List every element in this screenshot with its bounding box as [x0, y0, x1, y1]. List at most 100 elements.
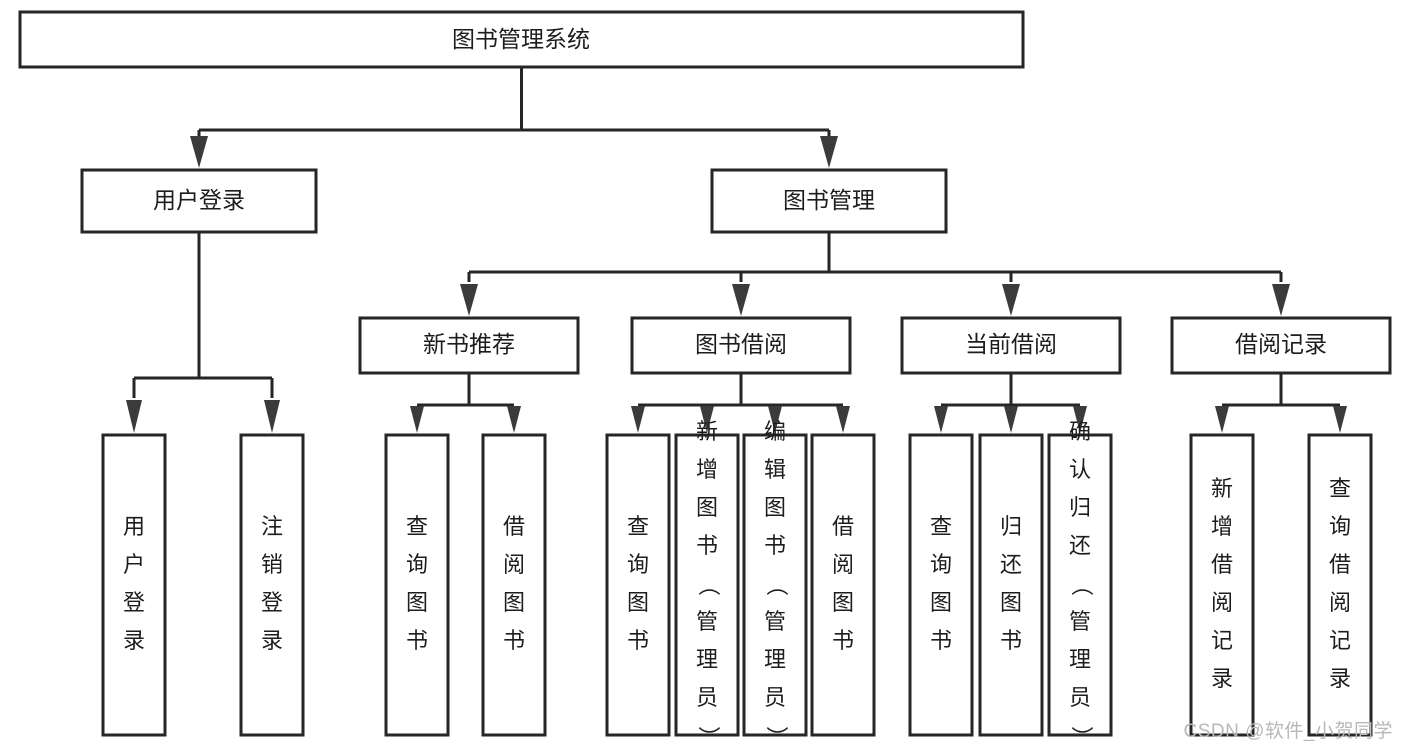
node-book-management[interactable]: 图书管理 [710, 168, 948, 234]
svg-text:阅: 阅 [1329, 590, 1351, 615]
node-new-book-recommend[interactable]: 新书推荐 [358, 316, 580, 375]
svg-text:借: 借 [832, 514, 854, 539]
svg-text:书: 书 [832, 628, 854, 653]
leaf-bookborrow-add-box[interactable] [674, 433, 740, 737]
node-book-management-box[interactable] [710, 168, 948, 234]
leaf-newbook-query-box[interactable] [384, 433, 450, 737]
arrow-newbook-leaf-2 [507, 406, 521, 433]
arrow-currentborrow-leaf-3 [1073, 406, 1087, 433]
svg-text:用: 用 [123, 514, 145, 539]
svg-text:（: （ [696, 574, 721, 596]
leaf-borrowrecord-query-box[interactable] [1307, 433, 1373, 737]
svg-text:还: 还 [1069, 533, 1091, 558]
arrow-bookborrow-leaf-1 [631, 406, 645, 433]
node-user-login[interactable]: 用户登录 [80, 168, 318, 234]
connector-group-newbook-to-leaves [410, 373, 521, 433]
arrow-to-newbook [460, 284, 478, 316]
svg-text:归: 归 [1000, 514, 1022, 539]
svg-text:新: 新 [1211, 476, 1233, 501]
svg-text:录: 录 [1211, 666, 1233, 691]
arrow-borrowrecord-leaf-1 [1215, 406, 1229, 433]
leaf-borrowrecord-add-box[interactable] [1189, 433, 1255, 737]
svg-text:（: （ [764, 574, 789, 596]
svg-text:认: 认 [1069, 457, 1091, 482]
node-root-system[interactable]: 图书管理系统 [18, 10, 1025, 69]
svg-text:书: 书 [696, 533, 718, 558]
svg-text:阅: 阅 [1211, 590, 1233, 615]
svg-text:登: 登 [123, 590, 145, 615]
leaf-currentborrow-return-box[interactable] [978, 433, 1044, 737]
svg-text:员: 员 [696, 685, 718, 710]
connector-group-bookmgmt-to-level3 [460, 232, 1290, 316]
leaf-newbook-borrow-box[interactable] [481, 433, 547, 737]
arrow-to-bookmgmt [820, 136, 838, 168]
node-borrow-record-label: 借阅记录 [1235, 331, 1327, 357]
svg-text:员: 员 [764, 685, 786, 710]
svg-text:查: 查 [406, 514, 428, 539]
leaf-currentborrow-query-box[interactable] [908, 433, 974, 737]
arrow-userlogin-leaf-2 [264, 400, 280, 433]
arrow-bookborrow-leaf-3 [768, 406, 782, 433]
arrow-bookborrow-leaf-2 [700, 406, 714, 433]
svg-text:询: 询 [930, 552, 952, 577]
svg-text:（: （ [1069, 574, 1094, 596]
svg-text:增: 增 [1211, 514, 1233, 539]
svg-text:图: 图 [832, 590, 854, 615]
node-user-login-box[interactable] [80, 168, 318, 234]
svg-text:借: 借 [1329, 552, 1351, 577]
svg-text:销: 销 [261, 552, 283, 577]
node-user-login-label: 用户登录 [153, 187, 245, 213]
node-root-box[interactable] [18, 10, 1025, 69]
node-book-borrow[interactable]: 图书借阅 [630, 316, 852, 375]
node-new-book-recommend-label: 新书推荐 [423, 331, 515, 357]
arrow-currentborrow-leaf-1 [934, 406, 948, 433]
leaf-user-logout-box[interactable] [239, 433, 305, 737]
leaf-user-login-box[interactable] [101, 433, 167, 737]
svg-text:记: 记 [1211, 628, 1233, 653]
node-current-borrow[interactable]: 当前借阅 [900, 316, 1122, 375]
svg-text:查: 查 [627, 514, 649, 539]
svg-text:借: 借 [503, 514, 525, 539]
leaf-bookborrow-query-box[interactable] [605, 433, 671, 737]
svg-text:录: 录 [1329, 666, 1351, 691]
connector-group-borrowrecord-to-leaves [1215, 373, 1347, 433]
connector-group-currentborrow-to-leaves [934, 373, 1087, 433]
svg-text:书: 书 [1000, 628, 1022, 653]
svg-text:）: ） [764, 726, 789, 747]
node-book-borrow-box[interactable] [630, 316, 852, 375]
svg-text:书: 书 [930, 628, 952, 653]
leaf-node[interactable]: 用户登录 [101, 433, 167, 737]
node-current-borrow-box[interactable] [900, 316, 1122, 375]
leaf-bookborrow-edit-box[interactable] [742, 433, 808, 737]
svg-text:登: 登 [261, 590, 283, 615]
leaf-bookborrow-borrow-box[interactable] [810, 433, 876, 737]
svg-text:理: 理 [1069, 647, 1091, 672]
svg-text:图: 图 [764, 495, 786, 520]
svg-text:记: 记 [1329, 628, 1351, 653]
leaf-currentborrow-confirm-box[interactable] [1047, 433, 1113, 737]
arrow-to-bookborrow [732, 284, 750, 316]
node-new-book-recommend-box[interactable] [358, 316, 580, 375]
node-borrow-record-box[interactable] [1170, 316, 1392, 375]
svg-text:管: 管 [1069, 609, 1091, 634]
svg-text:）: ） [1069, 726, 1094, 747]
node-borrow-record[interactable]: 借阅记录 [1170, 316, 1392, 375]
svg-text:图: 图 [406, 590, 428, 615]
